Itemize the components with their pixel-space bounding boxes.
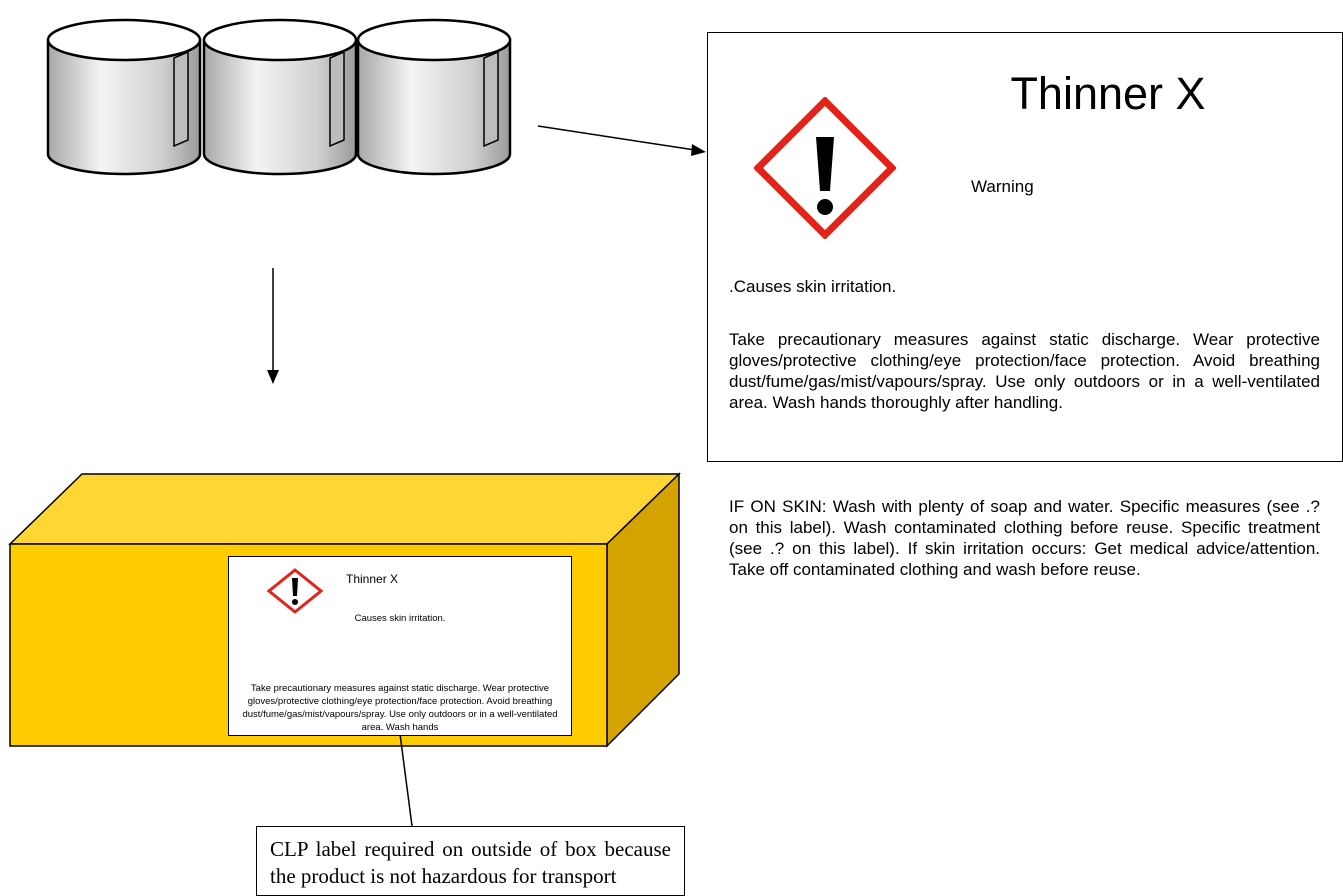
response-statement: IF ON SKIN: Wash with plenty of soap and… [729,497,1320,579]
small-label-product-name: Thinner X [346,572,399,586]
small-precautionary-statement: Take precautionary measures against stat… [242,683,558,733]
hazard-statement: .Causes skin irritation. [729,277,897,296]
drum-icon [356,18,512,176]
callout-text: CLP label required on outside of box bec… [270,837,671,888]
small-clp-label: Thinner X Causes skin irritation. Take p… [228,556,572,736]
drum-icon [46,18,202,176]
exclamation-hazard-pictogram [266,568,324,614]
exclamation-hazard-pictogram [754,97,896,239]
arrow-to-box [267,268,279,384]
callout-box: CLP label required on outside of box bec… [256,826,685,896]
signal-word: Warning [971,177,1034,196]
large-clp-label: Thinner X Warning .Causes skin irritatio… [707,32,1343,579]
arrow-to-label [537,125,706,156]
drum-icon [202,18,358,176]
label-product-name: Thinner X [1010,68,1206,119]
precautionary-statement: Take precautionary measures against stat… [729,330,1320,412]
small-hazard-statement: Causes skin irritation. [354,613,446,624]
